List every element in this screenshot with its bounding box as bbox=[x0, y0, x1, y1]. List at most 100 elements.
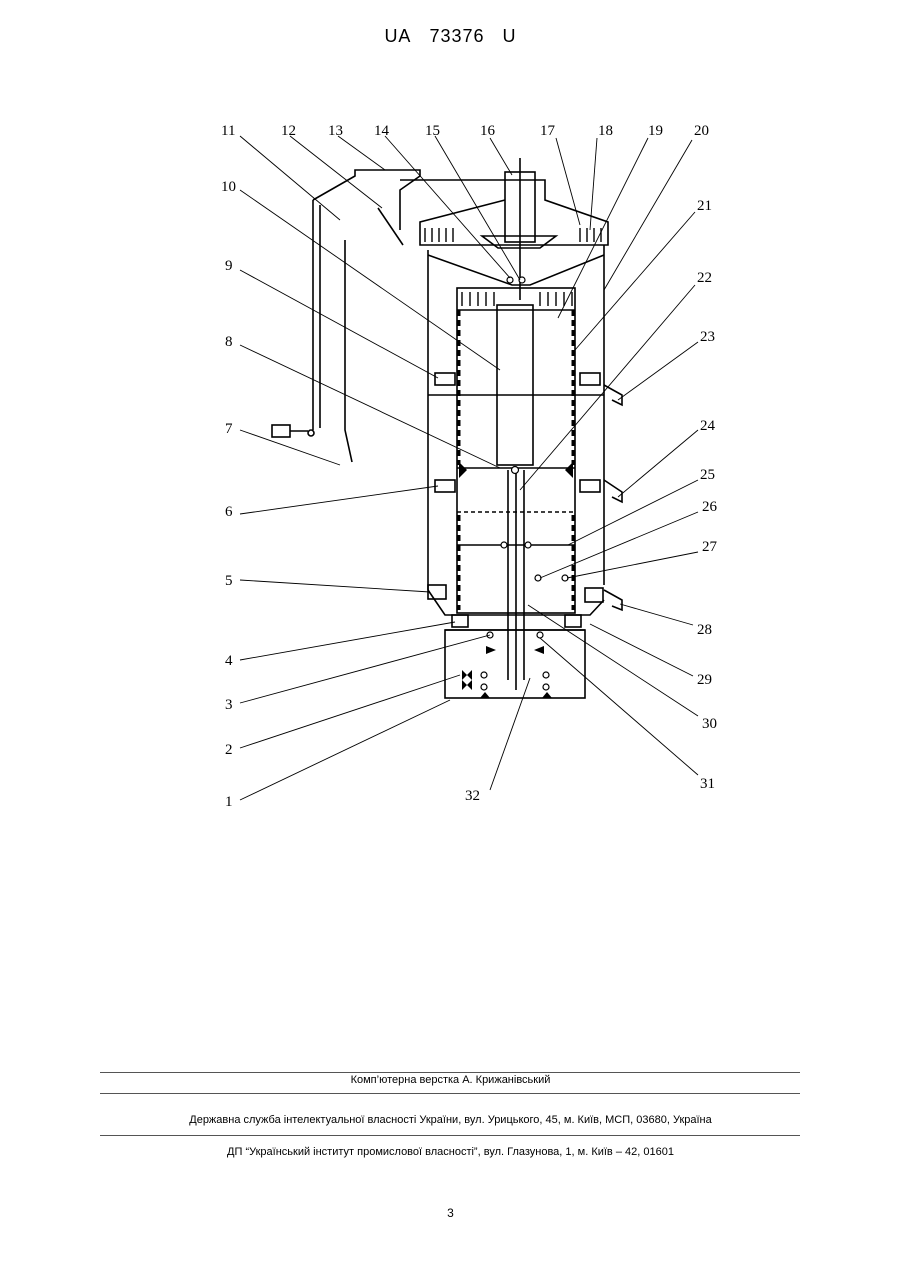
leader-10 bbox=[240, 190, 500, 370]
leader-21 bbox=[575, 212, 695, 350]
leader-15 bbox=[435, 136, 520, 280]
leader-19 bbox=[558, 138, 648, 318]
label-8: 8 bbox=[225, 334, 233, 350]
leader-16 bbox=[490, 138, 512, 175]
sensor-box-24 bbox=[580, 480, 600, 492]
grate-cover-left bbox=[425, 228, 453, 242]
label-21: 21 bbox=[697, 198, 712, 214]
label-32: 32 bbox=[465, 788, 480, 804]
label-4: 4 bbox=[225, 653, 233, 669]
pivot-26-left bbox=[501, 542, 507, 548]
pivot-31 bbox=[537, 632, 543, 638]
leader-28 bbox=[620, 604, 693, 625]
leader-6 bbox=[240, 486, 438, 514]
sensor-box-28 bbox=[585, 588, 603, 602]
sensor-box-4 bbox=[452, 615, 468, 627]
pivot-26-right bbox=[525, 542, 531, 548]
label-14: 14 bbox=[374, 123, 390, 139]
institute-address: ДП “Український інститут промислової вла… bbox=[0, 1146, 901, 1158]
grate-cover-right bbox=[580, 228, 601, 242]
label-15: 15 bbox=[425, 123, 440, 139]
label-28: 28 bbox=[697, 622, 712, 638]
leader-22 bbox=[520, 285, 695, 490]
label-13: 13 bbox=[328, 123, 343, 139]
label-29: 29 bbox=[697, 672, 712, 688]
leader-30 bbox=[528, 605, 698, 716]
sensor-box-9 bbox=[435, 373, 455, 385]
support-right bbox=[542, 692, 552, 698]
label-19: 19 bbox=[648, 123, 663, 139]
footer-rule-bottom bbox=[100, 1135, 800, 1136]
label-22: 22 bbox=[697, 270, 712, 286]
label-3: 3 bbox=[225, 697, 233, 713]
hopper-outline bbox=[313, 170, 420, 230]
label-30: 30 bbox=[702, 716, 717, 732]
pivot-32a bbox=[543, 672, 549, 678]
support-left bbox=[480, 692, 490, 698]
label-10: 10 bbox=[221, 179, 236, 195]
base-frame bbox=[445, 630, 585, 698]
pivot-7 bbox=[308, 430, 314, 436]
funnel bbox=[428, 255, 604, 285]
label-2: 2 bbox=[225, 742, 233, 758]
label-26: 26 bbox=[702, 499, 718, 515]
leader-11 bbox=[240, 136, 340, 220]
layout-credit: Комп’ютерна верстка А. Крижанівський bbox=[0, 1074, 901, 1086]
label-7: 7 bbox=[225, 421, 233, 437]
label-6: 6 bbox=[225, 504, 233, 520]
joint-8-right bbox=[565, 462, 573, 478]
label-16: 16 bbox=[480, 123, 496, 139]
page-number: 3 bbox=[0, 1206, 901, 1220]
label-23: 23 bbox=[700, 329, 715, 345]
leader-5 bbox=[240, 580, 430, 592]
label-9: 9 bbox=[225, 258, 233, 274]
leader-13 bbox=[338, 136, 385, 170]
label-12: 12 bbox=[281, 123, 296, 139]
footer-rule-top bbox=[100, 1072, 800, 1073]
footer-rule-middle bbox=[100, 1093, 800, 1094]
grate-top bbox=[462, 292, 572, 306]
leader-23 bbox=[618, 342, 698, 400]
leader-3 bbox=[240, 635, 490, 703]
leader-4 bbox=[240, 622, 455, 660]
label-18: 18 bbox=[598, 123, 613, 139]
leader-9 bbox=[240, 270, 438, 378]
label-11: 11 bbox=[221, 123, 235, 139]
leader-29 bbox=[590, 624, 693, 676]
outlet-28 bbox=[604, 590, 622, 610]
sensor-box-5 bbox=[428, 585, 446, 599]
leader-31 bbox=[540, 638, 698, 775]
leader-2 bbox=[240, 675, 460, 748]
outlet-24 bbox=[604, 480, 622, 502]
sensor-box-23 bbox=[580, 373, 600, 385]
leader-25 bbox=[568, 480, 698, 545]
central-shaft bbox=[497, 305, 533, 465]
pivot-8 bbox=[512, 467, 519, 474]
label-17: 17 bbox=[540, 123, 556, 139]
leader-17 bbox=[556, 138, 580, 225]
hopper-chute bbox=[345, 240, 352, 462]
control-box-7 bbox=[272, 425, 290, 437]
label-1: 1 bbox=[225, 794, 233, 810]
leader-8 bbox=[240, 345, 500, 468]
valve-31 bbox=[534, 646, 544, 654]
leader-27 bbox=[567, 552, 698, 578]
label-25: 25 bbox=[700, 467, 715, 483]
label-5: 5 bbox=[225, 573, 233, 589]
sensor-box-29 bbox=[565, 615, 581, 627]
valve-3 bbox=[486, 646, 496, 654]
leader-24 bbox=[618, 430, 698, 497]
valve-left bbox=[462, 670, 472, 690]
pivot-2b bbox=[481, 684, 487, 690]
pivot-32b bbox=[543, 684, 549, 690]
leader-32 bbox=[490, 678, 530, 790]
label-31: 31 bbox=[700, 776, 715, 792]
leader-12 bbox=[290, 136, 382, 208]
joint-8-left bbox=[459, 462, 467, 478]
agency-address: Державна служба інтелектуальної власност… bbox=[0, 1114, 901, 1126]
label-24: 24 bbox=[700, 418, 716, 434]
label-27: 27 bbox=[702, 539, 718, 555]
label-20: 20 bbox=[694, 123, 709, 139]
leader-1 bbox=[240, 700, 450, 800]
leader-20 bbox=[604, 140, 692, 290]
